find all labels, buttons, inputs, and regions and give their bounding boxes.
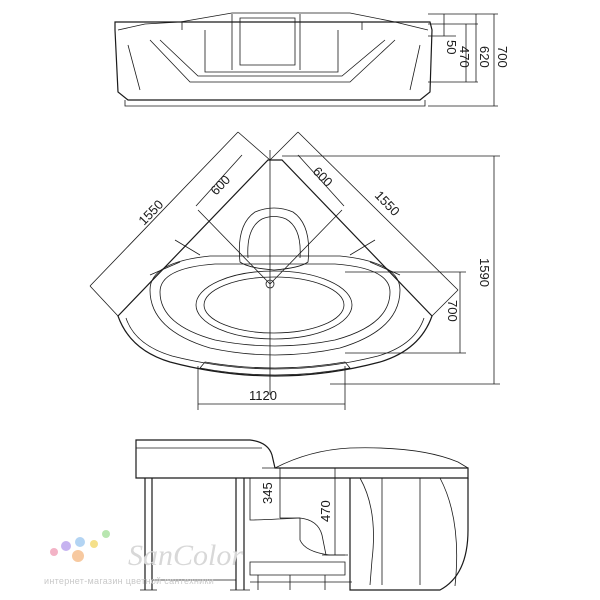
dim-label-700: 700 <box>495 46 510 68</box>
sancolor-watermark: SanColor интернет-магазин цветной сантех… <box>44 530 243 586</box>
watermark-dot <box>75 537 85 547</box>
watermark-brand: SanColor <box>128 539 243 572</box>
watermark-dot <box>102 530 110 538</box>
dim-label-470: 470 <box>457 46 472 68</box>
dim-label-diag-right: 600 <box>310 164 336 190</box>
dim-label-side-right: 1550 <box>372 188 403 219</box>
plan-view <box>117 159 433 377</box>
front-elevation-dimensions: 50 470 620 700 <box>428 13 510 107</box>
watermark-tagline: интернет-магазин цветной сантехники <box>44 576 214 586</box>
front-elevation-view <box>114 12 433 107</box>
dim-label-depth: 1590 <box>477 258 492 287</box>
dim-label-50: 50 <box>444 40 459 54</box>
watermark-dot <box>61 541 71 551</box>
watermark-dot <box>50 548 58 556</box>
dim-label-345: 345 <box>260 482 275 504</box>
dim-label-basin: 700 <box>445 300 460 322</box>
watermark-dot <box>72 550 84 562</box>
dim-label-620: 620 <box>477 46 492 68</box>
watermark-dot <box>90 540 98 548</box>
dim-label-diag-left: 600 <box>207 172 233 198</box>
dim-label-side-left: 1550 <box>135 197 166 228</box>
side-elevation-dimensions: 345 470 <box>260 467 348 556</box>
dim-label-width: 1120 <box>249 388 277 403</box>
watermark-dots <box>50 530 110 562</box>
dim-label-470-side: 470 <box>318 500 333 522</box>
side-elevation-view <box>135 439 469 591</box>
